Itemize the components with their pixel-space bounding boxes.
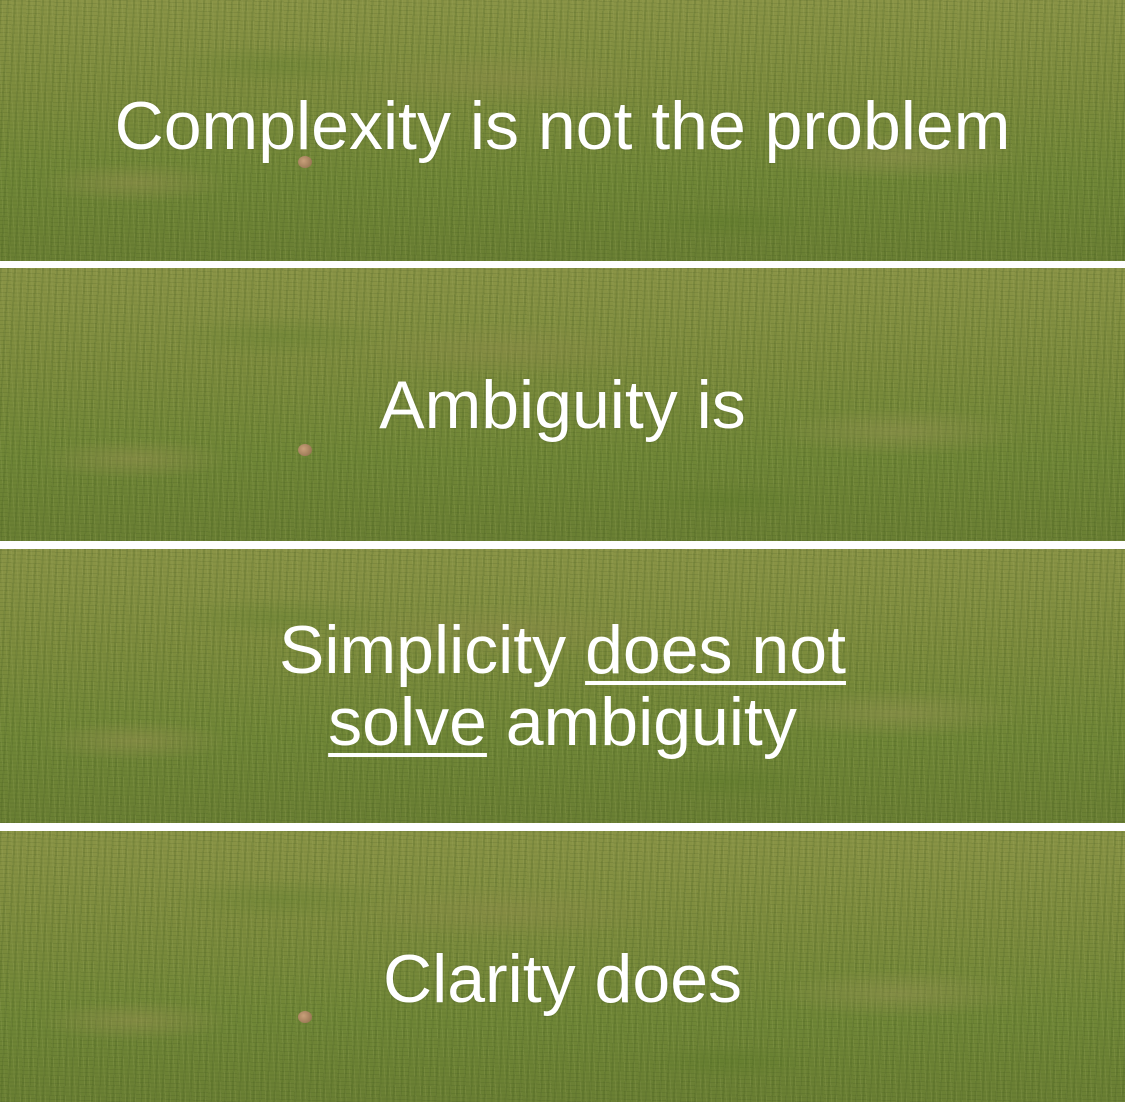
caption-underlined-does-not: does not bbox=[585, 612, 846, 688]
panel-ambiguity: Ambiguity is bbox=[0, 268, 1125, 541]
caption-ambiguity: Ambiguity is bbox=[379, 366, 746, 443]
caption-lead: Simplicity bbox=[279, 612, 586, 688]
divider bbox=[0, 541, 1125, 548]
pebble-decoration bbox=[298, 444, 312, 456]
panel-simplicity: Simplicity does not solve ambiguity bbox=[0, 549, 1125, 823]
divider bbox=[0, 823, 1125, 830]
panel-complexity: Complexity is not the problem bbox=[0, 0, 1125, 261]
caption-complexity: Complexity is not the problem bbox=[114, 87, 1011, 164]
panel-clarity: Clarity does bbox=[0, 831, 1125, 1102]
pebble-decoration bbox=[298, 1011, 312, 1023]
divider bbox=[0, 261, 1125, 268]
caption-clarity: Clarity does bbox=[382, 940, 743, 1017]
caption-simplicity: Simplicity does not solve ambiguity bbox=[279, 614, 846, 758]
caption-trail: ambiguity bbox=[486, 684, 797, 760]
caption-underlined-solve: solve bbox=[328, 684, 487, 760]
pebble-decoration bbox=[298, 156, 312, 168]
